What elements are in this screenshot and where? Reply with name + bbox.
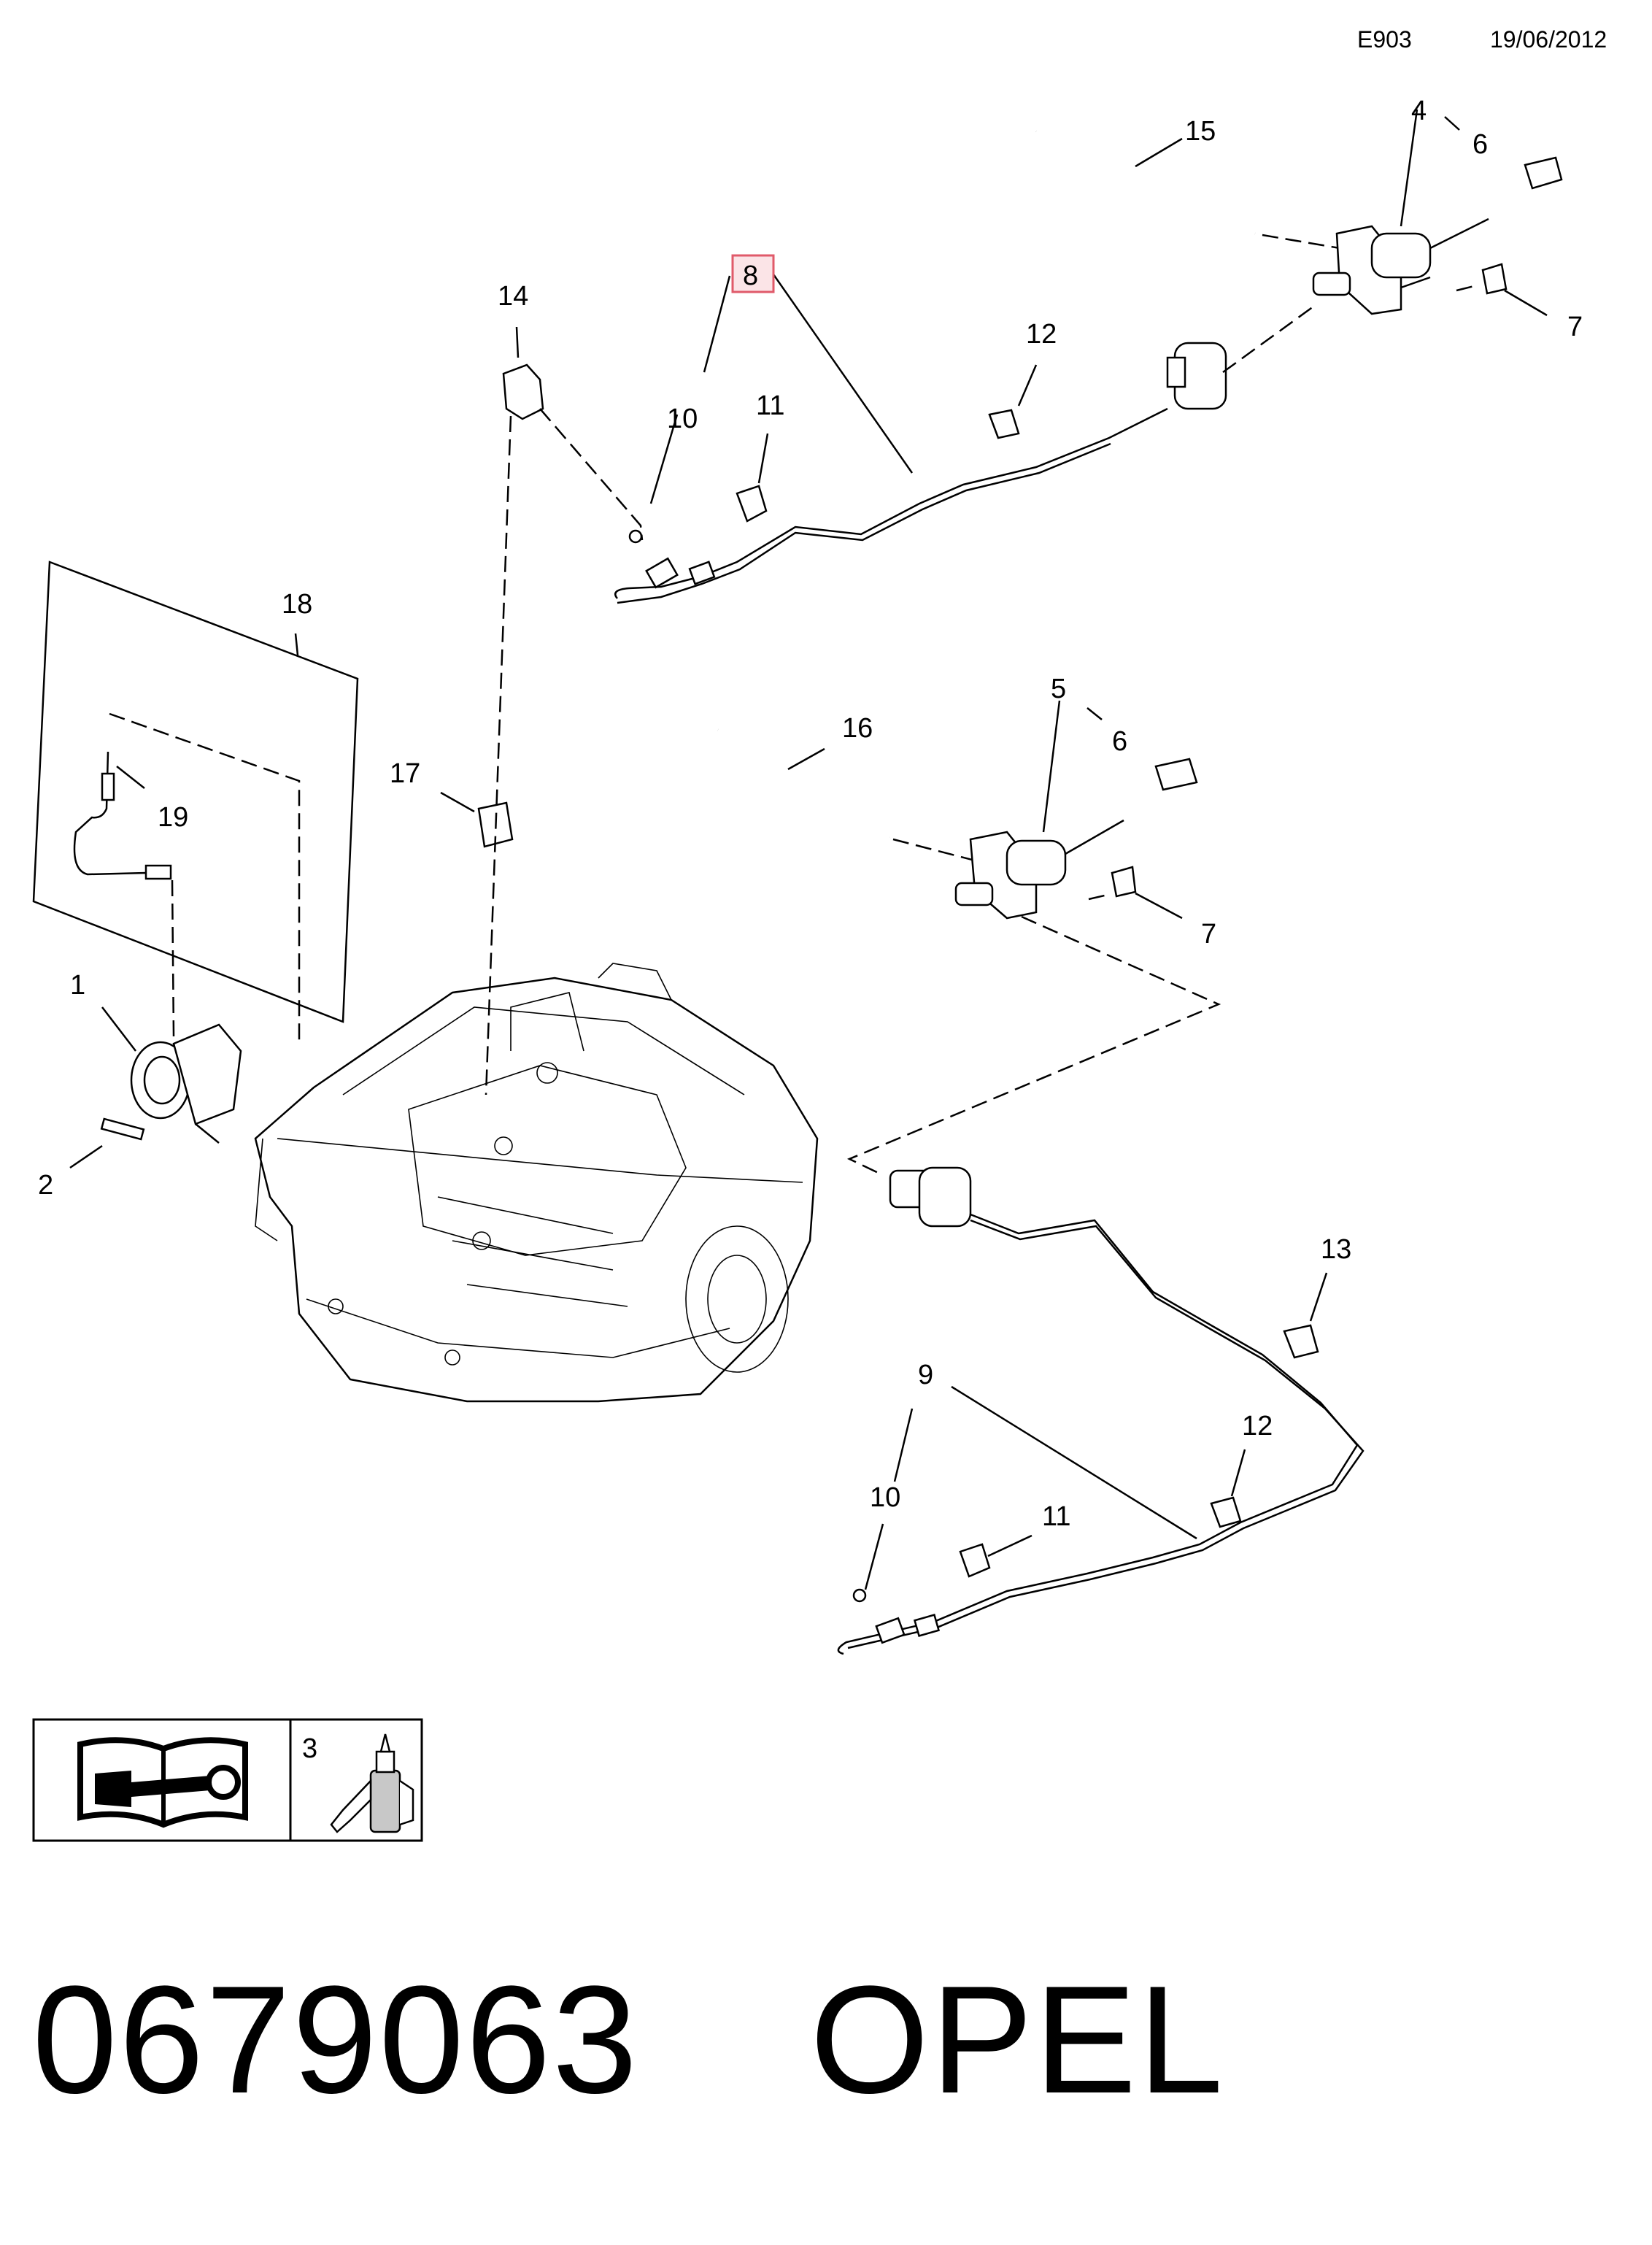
callout-8-highlight[interactable]: 8 bbox=[731, 254, 775, 293]
clip-13[interactable] bbox=[1283, 1272, 1328, 1359]
callout-5: 5 bbox=[1051, 674, 1066, 704]
clutch-pipe-upper-8[interactable] bbox=[614, 342, 1227, 604]
release-bearing-1[interactable] bbox=[101, 1006, 242, 1144]
brand-name: OPEL bbox=[810, 1954, 1225, 2125]
callout-17: 17 bbox=[390, 758, 420, 789]
seal-7-lower[interactable] bbox=[1088, 866, 1183, 920]
hose-15[interactable] bbox=[1035, 128, 1340, 250]
legend-box: 3 bbox=[32, 1718, 423, 1842]
callout-4: 4 bbox=[1411, 96, 1427, 126]
callout-9: 9 bbox=[918, 1360, 933, 1390]
retaining-clip-6-lower[interactable] bbox=[1154, 758, 1198, 791]
callout-7-lower: 7 bbox=[1201, 919, 1216, 950]
clip-11-upper[interactable] bbox=[736, 433, 769, 523]
callout-7-upper: 7 bbox=[1567, 312, 1583, 342]
seal-7-upper[interactable] bbox=[1456, 263, 1548, 317]
instruction-sheet-18[interactable] bbox=[32, 561, 359, 1044]
callout-14: 14 bbox=[498, 281, 528, 312]
repair-manual-icon[interactable] bbox=[77, 1737, 248, 1828]
clip-17[interactable] bbox=[440, 791, 514, 848]
callout-1: 1 bbox=[70, 970, 85, 1001]
callout-12-lower: 12 bbox=[1242, 1411, 1273, 1441]
callout-2: 2 bbox=[38, 1170, 53, 1201]
transmission-housing bbox=[254, 963, 819, 1403]
hose-16[interactable] bbox=[717, 726, 979, 863]
callout-11-lower: 11 bbox=[1042, 1501, 1070, 1532]
callout-12-upper: 12 bbox=[1026, 319, 1057, 350]
callout-13: 13 bbox=[1321, 1234, 1351, 1265]
callout-11-upper: 11 bbox=[756, 390, 784, 421]
elbow-fitting-14[interactable] bbox=[502, 326, 544, 420]
callout-10-lower: 10 bbox=[870, 1482, 900, 1513]
callout-16: 16 bbox=[842, 713, 873, 744]
clip-12-upper[interactable] bbox=[988, 364, 1038, 439]
bolt-2[interactable] bbox=[69, 1117, 145, 1169]
retaining-clip-6-upper[interactable] bbox=[1524, 156, 1563, 190]
callout-8: 8 bbox=[743, 261, 758, 291]
diagram-code: E903 bbox=[1357, 26, 1412, 53]
clutch-pipe-lower-9[interactable] bbox=[837, 1166, 1365, 1655]
callout-18: 18 bbox=[282, 589, 312, 620]
clip-11-lower[interactable] bbox=[959, 1534, 1032, 1578]
part-number: 0679063 bbox=[32, 1954, 639, 2125]
master-cylinder-5[interactable] bbox=[954, 700, 1124, 920]
callout-19: 19 bbox=[158, 802, 188, 833]
callout-6-lower: 6 bbox=[1112, 726, 1127, 757]
callout-10-upper: 10 bbox=[667, 404, 698, 434]
callout-15: 15 bbox=[1185, 116, 1216, 147]
diagram-date: 19/06/2012 bbox=[1490, 26, 1607, 53]
callout-6-upper: 6 bbox=[1472, 129, 1488, 160]
callout-3: 3 bbox=[302, 1733, 317, 1764]
master-cylinder-4[interactable] bbox=[1312, 109, 1489, 315]
adhesive-bottle-icon[interactable] bbox=[330, 1733, 414, 1833]
clip-12-lower[interactable] bbox=[1210, 1449, 1246, 1528]
